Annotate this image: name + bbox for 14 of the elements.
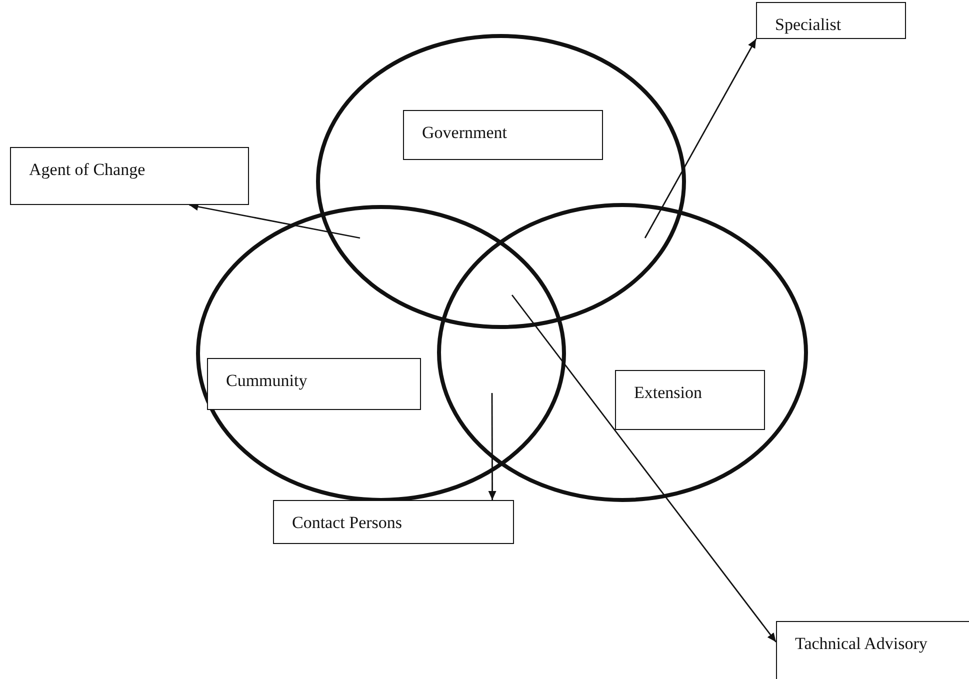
label-box: Government xyxy=(403,110,603,160)
arrow xyxy=(511,294,777,642)
label-box: Extension xyxy=(615,370,765,430)
arrow xyxy=(189,202,360,239)
ellipse-outline xyxy=(316,34,686,329)
label-box: Contact Persons xyxy=(273,500,514,544)
label-box: Cummunity xyxy=(207,358,421,410)
ellipse-outline xyxy=(196,205,566,502)
arrow xyxy=(488,393,496,500)
ellipse-outline xyxy=(437,203,808,502)
label-box: Tachnical Advisory xyxy=(776,621,969,679)
label-box: Agent of Change xyxy=(10,147,249,205)
label-box: Specialist xyxy=(756,2,906,39)
arrow xyxy=(644,38,757,238)
